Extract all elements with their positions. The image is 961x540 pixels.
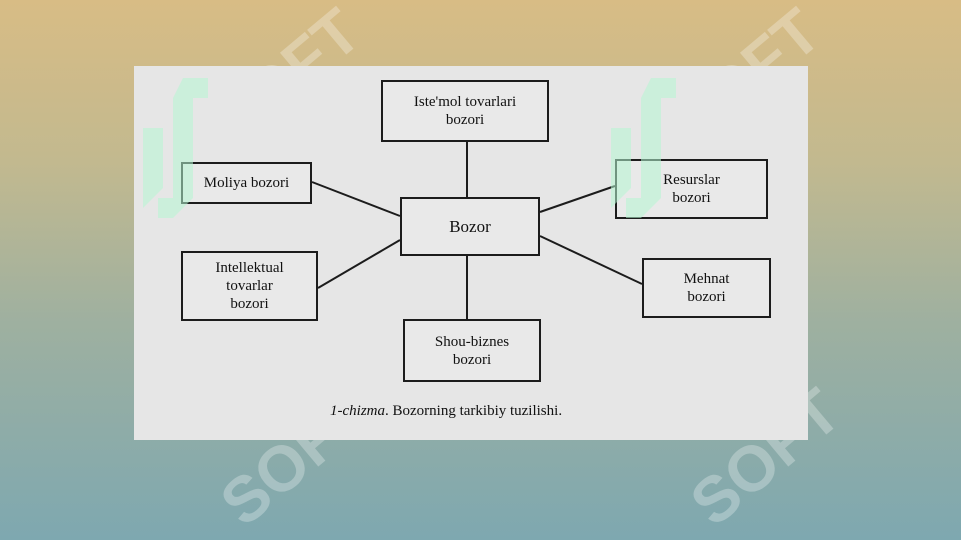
caption-text: . Bozorning tarkibiy tuzilishi.: [385, 403, 563, 419]
caption-label: 1-chizma: [330, 403, 385, 419]
connector-left-bottom: [317, 239, 401, 289]
figure-caption: 1-chizma. Bozorning tarkibiy tuzilishi.: [330, 403, 562, 420]
node-iste-mol-tovarlari: Iste'mol tovarlari bozori: [381, 80, 549, 142]
node-shou-biznes: Shou-biznes bozori: [403, 319, 541, 382]
node-moliya-bozori: Moliya bozori: [181, 162, 312, 204]
market-structure-figure: Iste'mol tovarlari bozori Moliya bozori …: [134, 66, 808, 440]
connector-right-top: [539, 185, 616, 213]
node-resurslar-bozori: Resurslar bozori: [615, 159, 768, 219]
node-bozor-center: Bozor: [400, 197, 540, 256]
connector-left-top: [311, 181, 401, 217]
connector-right-bottom: [539, 235, 643, 285]
node-intellektual-tovarlar: Intellektual tovarlar bozori: [181, 251, 318, 321]
node-mehnat-bozori: Mehnat bozori: [642, 258, 771, 318]
connector-lines: [311, 142, 643, 319]
